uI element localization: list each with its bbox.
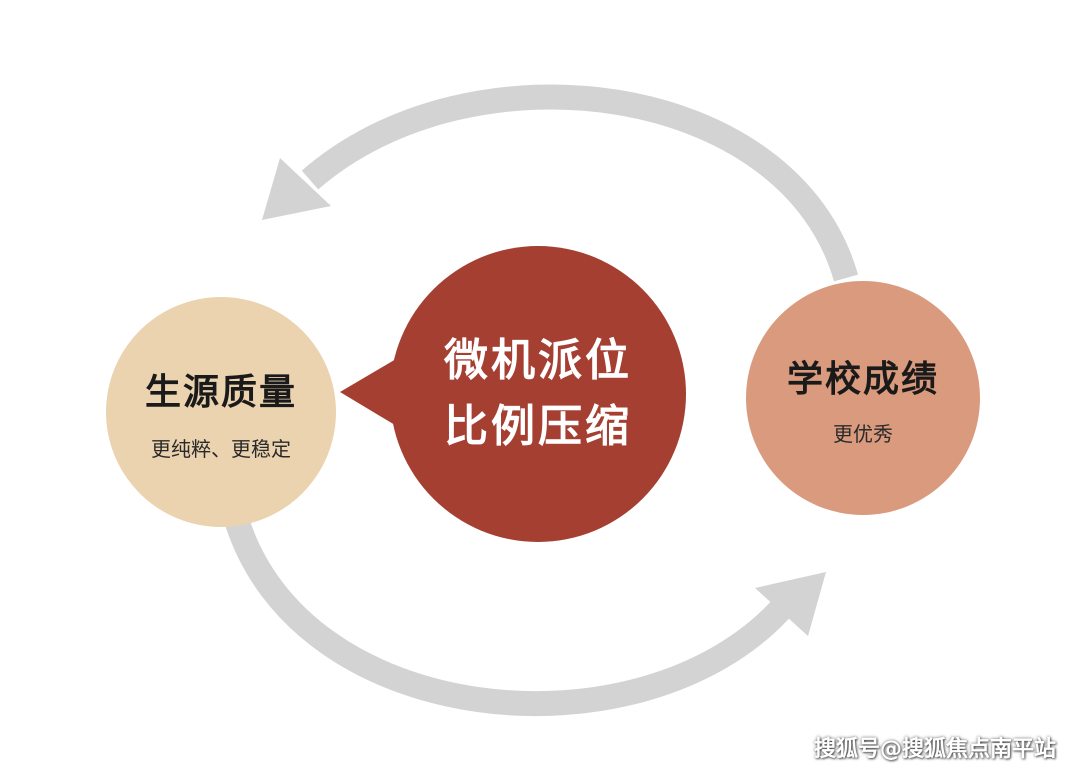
school-performance-circle xyxy=(746,281,980,515)
lottery-allocation-label: 微机派位 比例压缩 xyxy=(385,248,691,540)
bottom-arrowhead-icon xyxy=(755,572,826,636)
student-quality-subtitle: 更纯粹、更稳定 xyxy=(151,436,291,461)
school-performance-title: 学校成绩 xyxy=(786,358,939,400)
top-arrowhead-icon xyxy=(262,158,331,220)
lottery-allocation-line1: 微机派位 xyxy=(444,335,632,386)
school-performance-subtitle: 更优秀 xyxy=(833,421,893,446)
top-cycle-arrow xyxy=(301,84,859,282)
student-quality-label: 生源质量 更纯粹、更稳定 xyxy=(107,312,335,512)
student-quality-circle xyxy=(106,297,336,527)
lottery-allocation-circle xyxy=(390,246,686,542)
watermark: 搜狐号@搜狐焦点南平站 xyxy=(813,737,1056,762)
bottom-cycle-arrow xyxy=(224,514,790,717)
lottery-allocation-line2: 比例压缩 xyxy=(444,401,632,452)
student-quality-title: 生源质量 xyxy=(144,371,297,413)
school-performance-label: 学校成绩 更优秀 xyxy=(747,282,979,514)
